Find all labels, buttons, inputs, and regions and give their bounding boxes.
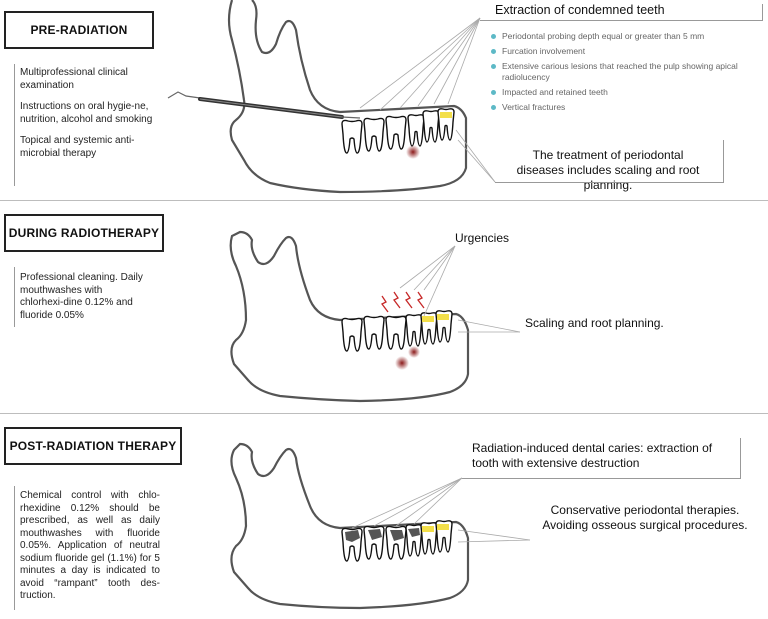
teeth-row-pre (341, 108, 455, 154)
note-oral-hygiene: Instructions on oral hygie-ne, nutrition… (20, 101, 153, 125)
urgencies-label: Urgencies (455, 231, 510, 245)
highlight-tooth-icon (437, 314, 449, 320)
scaling-pointer-lines (457, 319, 521, 333)
bullet-icon (491, 34, 496, 39)
bullet-icon (491, 90, 496, 95)
mandible-icon (227, 0, 468, 194)
tooth-icon (363, 117, 385, 152)
highlight-tooth-icon (440, 112, 452, 118)
extraction-title-underline (480, 4, 763, 21)
highlight-tooth-icon (422, 316, 434, 322)
highlight-tooth-icon (437, 524, 449, 530)
notes-bracket-pre (14, 64, 15, 186)
conservative-therapy-label: Conservative periodontal therapies. Avoi… (542, 503, 748, 532)
lesion-icon (408, 346, 420, 358)
tooth-icon (341, 119, 363, 154)
tooth-icon (422, 110, 440, 143)
caries-bracket (462, 438, 741, 479)
phase-title-pre: PRE-RADIATION (4, 11, 154, 49)
conservative-pointer-lines (457, 529, 531, 543)
tooth-icon (363, 315, 385, 350)
extraction-title: Extraction of condemned teeth (495, 3, 665, 17)
note-professional-cleaning: Professional cleaning. Daily mouthwashes… (20, 272, 143, 321)
list-item: Furcation involvement (490, 46, 765, 57)
caries-pointer-lines (351, 477, 463, 529)
bullet-icon (491, 105, 496, 110)
phase-title-during: DURING RADIOTHERAPY (4, 214, 164, 252)
lesion-icon (395, 356, 409, 370)
bullet-icon (491, 64, 496, 69)
radiation-caries-label: Radiation-induced dental caries: extract… (472, 441, 713, 470)
lightning-icon (381, 291, 425, 313)
mandible-icon (230, 442, 470, 610)
teeth-row-during (341, 310, 453, 352)
list-item: Periodontal probing depth equal or great… (490, 31, 765, 42)
periodontal-pointer-lines (455, 129, 496, 183)
decayed-crowns (345, 528, 420, 542)
tooth-icon (405, 314, 423, 347)
tooth-icon (341, 317, 363, 352)
notes-during: Professional cleaning. Daily mouthwashes… (20, 272, 148, 331)
tooth-icon (385, 115, 407, 150)
note-chemical-control: Chemical control with chlo-rhexidine 0.1… (20, 490, 160, 601)
notes-bracket-post (14, 486, 15, 610)
notes-bracket-during (14, 267, 15, 327)
tooth-icon (407, 114, 425, 147)
mandible-icon (229, 230, 470, 403)
phase-title-post: POST-RADIATION THERAPY (4, 427, 182, 465)
extraction-criteria-list: Periodontal probing depth equal or great… (490, 31, 765, 117)
notes-pre: Multiprofessional clinical examination I… (20, 67, 170, 169)
list-item: Extensive carious lesions that reached t… (490, 61, 765, 83)
section-divider (0, 200, 768, 201)
notes-post: Chemical control with chlo-rhexidine 0.1… (20, 490, 160, 612)
tooth-icon (385, 315, 407, 350)
scaling-label: Scaling and root planning. (525, 316, 664, 330)
lesion-icon (406, 145, 420, 159)
section-divider (0, 413, 768, 414)
list-item: Vertical fractures (490, 102, 765, 113)
periodontal-note-bracket (495, 140, 724, 183)
extraction-pointer-lines (359, 17, 481, 111)
note-antimicrobial: Topical and systemic anti-microbial ther… (20, 135, 135, 159)
periodontal-treatment-note: The treatment of periodontal diseases in… (516, 148, 700, 192)
bullet-icon (491, 49, 496, 54)
note-clinical-exam: Multiprofessional clinical examination (20, 67, 128, 91)
list-item: Impacted and retained teeth (490, 87, 765, 98)
urgencies-pointer-lines (399, 245, 456, 317)
highlight-tooth-icon (422, 526, 434, 532)
periodontal-probe-icon (167, 91, 361, 119)
